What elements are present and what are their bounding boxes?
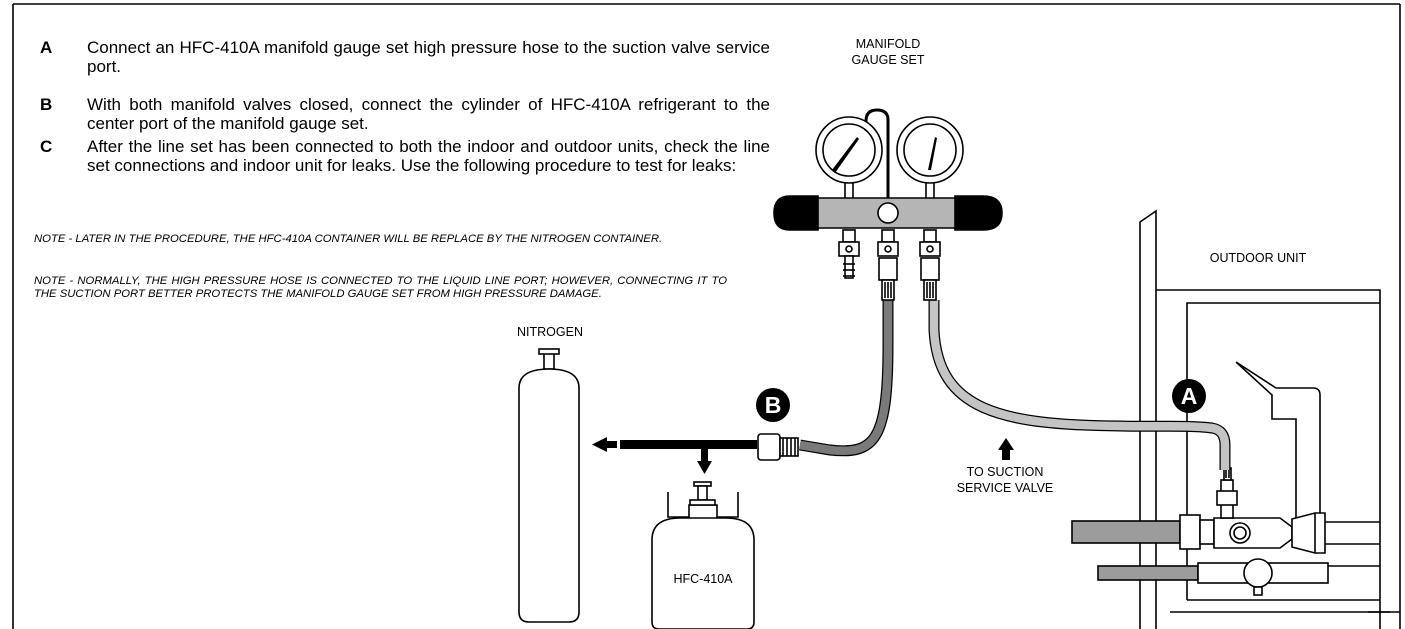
step-text: Connect an HFC-410A manifold gauge set h… [87, 38, 770, 76]
callout-a: A [1172, 379, 1206, 413]
suction-valve-label: TO SUCTION SERVICE VALVE [940, 464, 1070, 496]
supply-line [592, 437, 757, 474]
svg-text:B: B [765, 392, 782, 418]
step-a: A Connect an HFC-410A manifold gauge set… [40, 38, 770, 76]
nitrogen-label: NITROGEN [517, 325, 583, 339]
note-pressure: NOTE - NORMALLY, THE HIGH PRESSURE HOSE … [34, 275, 727, 300]
gauge-needles [832, 137, 937, 173]
step-letter: A [40, 38, 53, 57]
suction-valve-assembly [1071, 467, 1380, 596]
hfc-cylinder [651, 481, 755, 629]
outdoor-unit-label: OUTDOOR UNIT [1209, 251, 1307, 265]
step-b: B With both manifold valves closed, conn… [40, 95, 770, 133]
manifold-label-line1: MANIFOLD [855, 37, 921, 51]
suction-label-line2: SERVICE VALVE [956, 481, 1054, 495]
note-container: NOTE - LATER IN THE PROCEDURE, THE HFC-4… [34, 233, 663, 245]
step-c: C After the line set has been connected … [40, 137, 770, 175]
hfc-label: HFC-410A [673, 572, 733, 586]
step-letter: C [40, 137, 53, 156]
center-port-connector [757, 433, 799, 461]
manifold-label: MANIFOLD GAUGE SET [838, 36, 938, 68]
manifold-label-line2: GAUGE SET [851, 53, 925, 67]
svg-text:A: A [1181, 383, 1198, 409]
step-text: After the line set has been connected to… [87, 137, 770, 175]
step-text: With both manifold valves closed, connec… [87, 95, 770, 133]
nitrogen-cylinder [518, 348, 580, 623]
suction-label-line1: TO SUCTION [966, 465, 1044, 479]
manifold-gauge-set [773, 108, 1003, 301]
callout-b: B [756, 388, 790, 422]
up-arrow-icon [998, 438, 1014, 460]
step-letter: B [40, 95, 53, 114]
